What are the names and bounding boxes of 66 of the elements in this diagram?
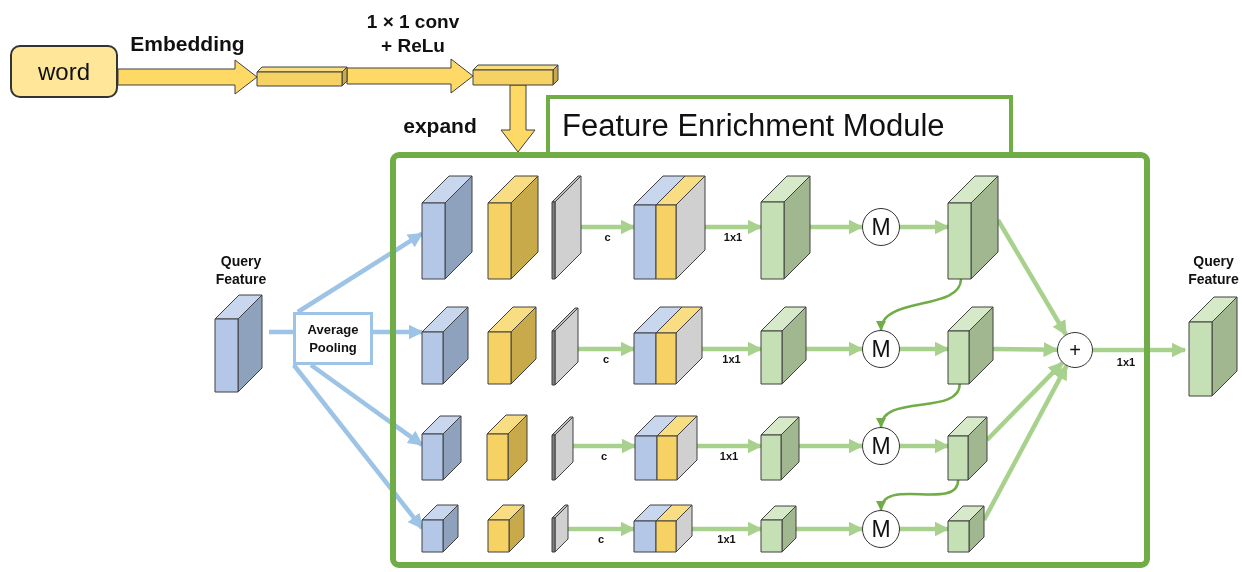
feature-cube — [488, 505, 524, 552]
operator-circle: M — [862, 510, 900, 548]
feature-plate — [552, 417, 573, 480]
arrow — [877, 383, 961, 428]
feature-cube — [488, 176, 538, 279]
arrow — [292, 363, 424, 530]
feature-cube — [948, 307, 993, 384]
feature-heading: Query Feature — [214, 252, 268, 289]
feature-bar — [473, 65, 558, 85]
connector-line — [269, 329, 293, 335]
feature-cube — [488, 307, 536, 384]
arrow — [982, 364, 1069, 522]
arrow — [581, 219, 636, 235]
operator-circle: M — [862, 208, 900, 246]
arrow — [877, 278, 963, 331]
arrow — [900, 219, 950, 235]
feature-cube — [761, 506, 796, 552]
feature-cube — [422, 176, 472, 279]
arrow — [992, 342, 1059, 358]
arrow — [806, 341, 864, 357]
arrow — [810, 219, 864, 235]
feature-cube — [422, 416, 461, 480]
arrow — [578, 341, 636, 357]
arrow — [796, 521, 864, 537]
feature-bar — [257, 67, 347, 86]
feature-cube — [487, 415, 527, 480]
arrow — [702, 341, 763, 357]
arrow — [697, 438, 763, 454]
feature-plate — [552, 176, 581, 279]
feature-cube — [761, 307, 806, 384]
arrow — [1093, 342, 1187, 358]
concatenated-cube — [635, 416, 697, 480]
feature-cube — [948, 176, 998, 279]
feature-cube — [948, 417, 987, 480]
arrow — [900, 341, 950, 357]
feature-cube — [422, 505, 458, 552]
concatenated-cube — [634, 505, 692, 552]
feature-plate — [552, 505, 568, 552]
feature-plate — [552, 308, 578, 385]
arrow — [500, 84, 536, 153]
arrow — [117, 59, 258, 95]
arrow — [346, 58, 474, 94]
operator-circle: M — [862, 427, 900, 465]
arrow — [705, 219, 763, 235]
feature-cube — [948, 506, 984, 552]
arrow — [309, 363, 424, 447]
concatenated-cube — [634, 307, 702, 384]
feature-cube — [761, 176, 810, 279]
module-title: Feature Enrichment Module — [546, 95, 1013, 152]
operator-circle: + — [1057, 332, 1093, 368]
feature-cube — [761, 417, 799, 480]
arrow — [568, 521, 636, 537]
arrow — [692, 521, 763, 537]
arrow — [573, 438, 637, 454]
feature-cube — [422, 307, 468, 384]
arrow — [373, 324, 424, 340]
word-box: word — [10, 45, 118, 98]
feature-heading: Query Feature — [1187, 252, 1240, 289]
concatenated-cube — [634, 176, 705, 279]
operator-circle: M — [862, 330, 900, 368]
arrow — [799, 438, 864, 454]
arrow — [296, 231, 424, 314]
arrow — [900, 438, 950, 454]
arrow — [900, 521, 950, 537]
pooling-box: Average Pooling — [293, 312, 373, 365]
arrow — [878, 479, 960, 511]
